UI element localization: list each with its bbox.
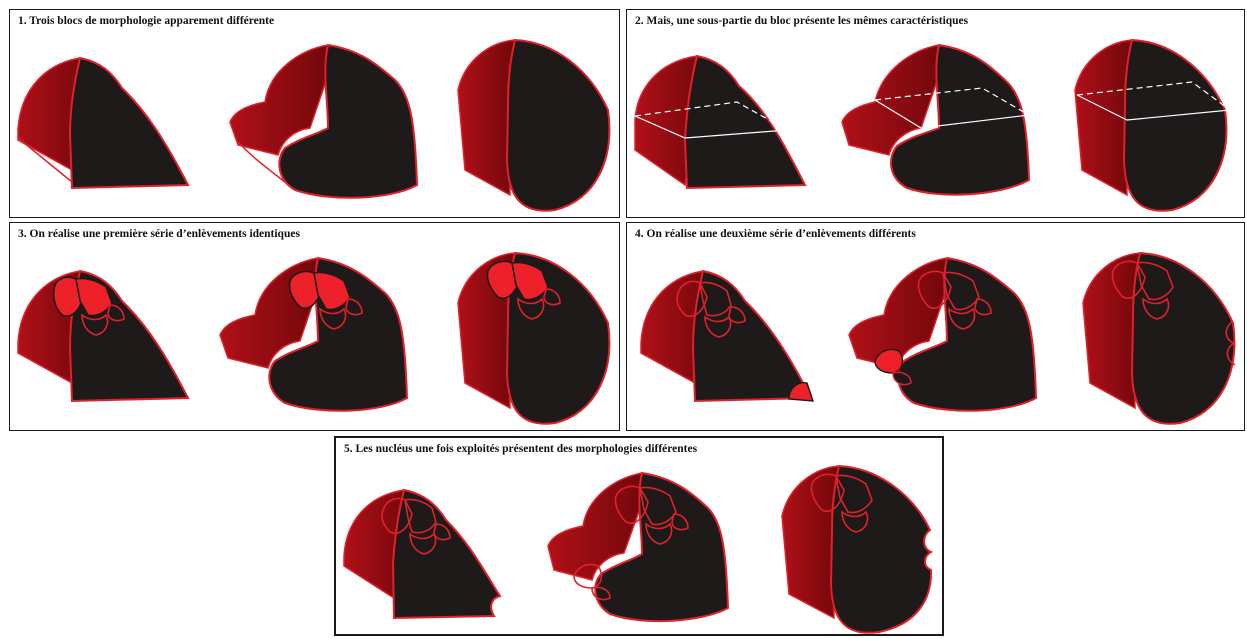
block-saddle [230, 45, 417, 198]
block-arch-scarred [18, 271, 188, 401]
panel-1: 1. Trois blocs de morphologie apparement… [9, 9, 620, 218]
nucleus-oval [782, 466, 931, 633]
panel-5: 5. Les nucléus une fois exploités présen… [334, 436, 944, 636]
panel-3: 3. On réalise une première série d’enlèv… [9, 222, 620, 431]
nucleus-arch [344, 490, 500, 618]
block-arch-second [641, 271, 813, 401]
block-oval-cut [1075, 40, 1230, 211]
block-arch [18, 58, 188, 188]
block-saddle-scarred [220, 258, 407, 411]
panel-4: 4. On réalise une deuxième série d’enlèv… [626, 222, 1245, 431]
panel-1-figure [10, 10, 621, 219]
block-saddle-second [849, 258, 1036, 411]
block-arch-cut [635, 56, 805, 188]
block-oval [458, 40, 609, 211]
block-saddle-cut [842, 45, 1029, 195]
block-oval-scarred [458, 253, 609, 424]
panel-3-figure [10, 223, 621, 432]
panel-2-figure [627, 10, 1246, 219]
panel-2: 2. Mais, une sous-partie du bloc présent… [626, 9, 1245, 218]
nucleus-saddle [548, 473, 728, 621]
block-oval-second [1083, 253, 1235, 424]
panel-5-figure [336, 438, 946, 638]
panel-4-figure [627, 223, 1246, 432]
